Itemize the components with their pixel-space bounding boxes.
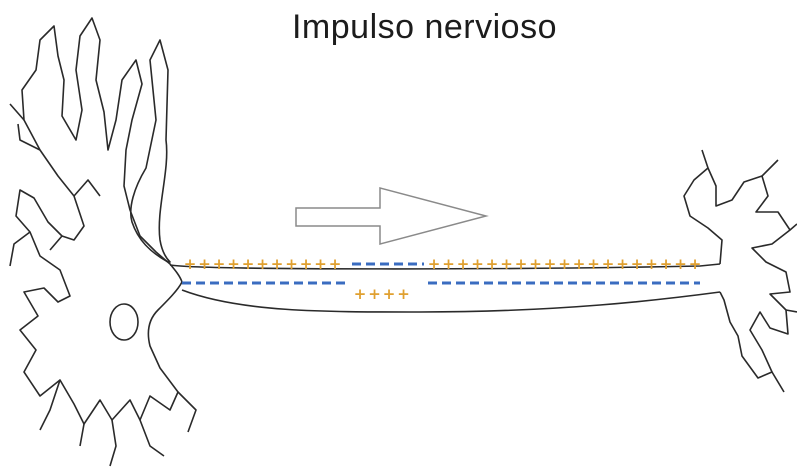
positive-charge: + xyxy=(271,255,284,273)
positive-charge: + xyxy=(674,255,687,273)
positive-charge: + xyxy=(587,255,600,273)
positive-charge: + xyxy=(631,255,644,273)
lower-charge-row: ++++ xyxy=(182,283,700,303)
positive-charge: + xyxy=(329,255,342,273)
positive-charge: + xyxy=(616,255,629,273)
positive-charge: + xyxy=(198,255,211,273)
positive-charge: + xyxy=(227,255,240,273)
positive-charge: + xyxy=(500,255,513,273)
positive-charge: + xyxy=(354,285,367,303)
positive-charge: + xyxy=(285,255,298,273)
dendrite-2 xyxy=(40,380,196,466)
positive-charge: + xyxy=(256,255,269,273)
positive-charge: + xyxy=(442,255,455,273)
positive-charge: + xyxy=(428,255,441,273)
positive-charge: + xyxy=(602,255,615,273)
positive-charge: + xyxy=(213,255,226,273)
positive-charge: + xyxy=(660,255,673,273)
nucleus xyxy=(110,304,138,340)
positive-charge: + xyxy=(397,285,410,303)
terminal-outline xyxy=(684,168,790,378)
positive-charge: + xyxy=(529,255,542,273)
positive-charge: + xyxy=(486,255,499,273)
upper-charge-row: ++++++++++++++++++++++++++++++ xyxy=(184,255,702,273)
positive-charge: + xyxy=(184,255,197,273)
positive-charge: + xyxy=(689,255,702,273)
soma-body xyxy=(16,18,182,424)
axon-lower-membrane xyxy=(182,290,720,312)
positive-charge: + xyxy=(471,255,484,273)
positive-charge: + xyxy=(573,255,586,273)
positive-charge: + xyxy=(242,255,255,273)
positive-charge: + xyxy=(558,255,571,273)
positive-charge: + xyxy=(368,285,381,303)
positive-charge: + xyxy=(515,255,528,273)
positive-charge: + xyxy=(544,255,557,273)
cell-body xyxy=(10,18,196,466)
positive-charge: + xyxy=(300,255,313,273)
direction-arrow xyxy=(296,188,486,244)
positive-charge: + xyxy=(383,285,396,303)
positive-charge: + xyxy=(314,255,327,273)
positive-charge: + xyxy=(645,255,658,273)
positive-charge: + xyxy=(457,255,470,273)
